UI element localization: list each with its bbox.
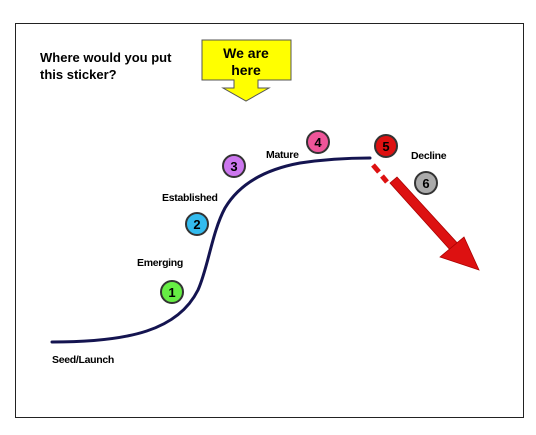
stage-marker-5-circle xyxy=(374,134,398,158)
stage-marker-3-number: 3 xyxy=(230,159,237,174)
label-seed-launch: Seed/Launch xyxy=(52,354,114,366)
label-mature: Mature xyxy=(266,149,299,161)
stage-marker-1[interactable]: 1 xyxy=(160,280,184,304)
callout-shape xyxy=(201,39,292,102)
stage-marker-1-circle xyxy=(160,280,184,304)
stage-marker-4[interactable]: 4 xyxy=(306,130,330,154)
question-line-2: this sticker? xyxy=(40,67,117,82)
decline-dash-2 xyxy=(380,174,389,184)
stage-marker-3-circle xyxy=(222,154,246,178)
stage-marker-6-number: 6 xyxy=(422,176,429,191)
stage-marker-2-number: 2 xyxy=(193,217,200,232)
decline-arrow-head xyxy=(439,236,480,271)
label-established: Established xyxy=(162,192,218,204)
stage-marker-6[interactable]: 6 xyxy=(414,171,438,195)
decline-arrow xyxy=(371,163,480,271)
callout-line-1: We are xyxy=(223,45,269,61)
label-decline: Decline xyxy=(411,150,447,162)
slide-frame xyxy=(15,23,524,418)
stage-marker-2[interactable]: 2 xyxy=(185,212,209,236)
stage-marker-4-number: 4 xyxy=(314,135,322,150)
lifecycle-curve xyxy=(50,156,372,344)
we-are-here-callout[interactable]: We are here xyxy=(201,39,292,102)
question-text: Where would you put this sticker? xyxy=(40,49,220,83)
stage-marker-5-number: 5 xyxy=(382,139,389,154)
question-line-1: Where would you put xyxy=(40,50,172,65)
decline-dash-1 xyxy=(371,163,381,174)
stage-marker-5[interactable]: 5 xyxy=(374,134,398,158)
stage-marker-3[interactable]: 3 xyxy=(222,154,246,178)
stage-marker-4-circle xyxy=(306,130,330,154)
label-emerging: Emerging xyxy=(137,257,183,269)
callout-line-2: here xyxy=(231,62,261,78)
stage-marker-2-circle xyxy=(185,212,209,236)
stage-marker-1-number: 1 xyxy=(168,285,175,300)
stage-marker-6-circle xyxy=(414,171,438,195)
